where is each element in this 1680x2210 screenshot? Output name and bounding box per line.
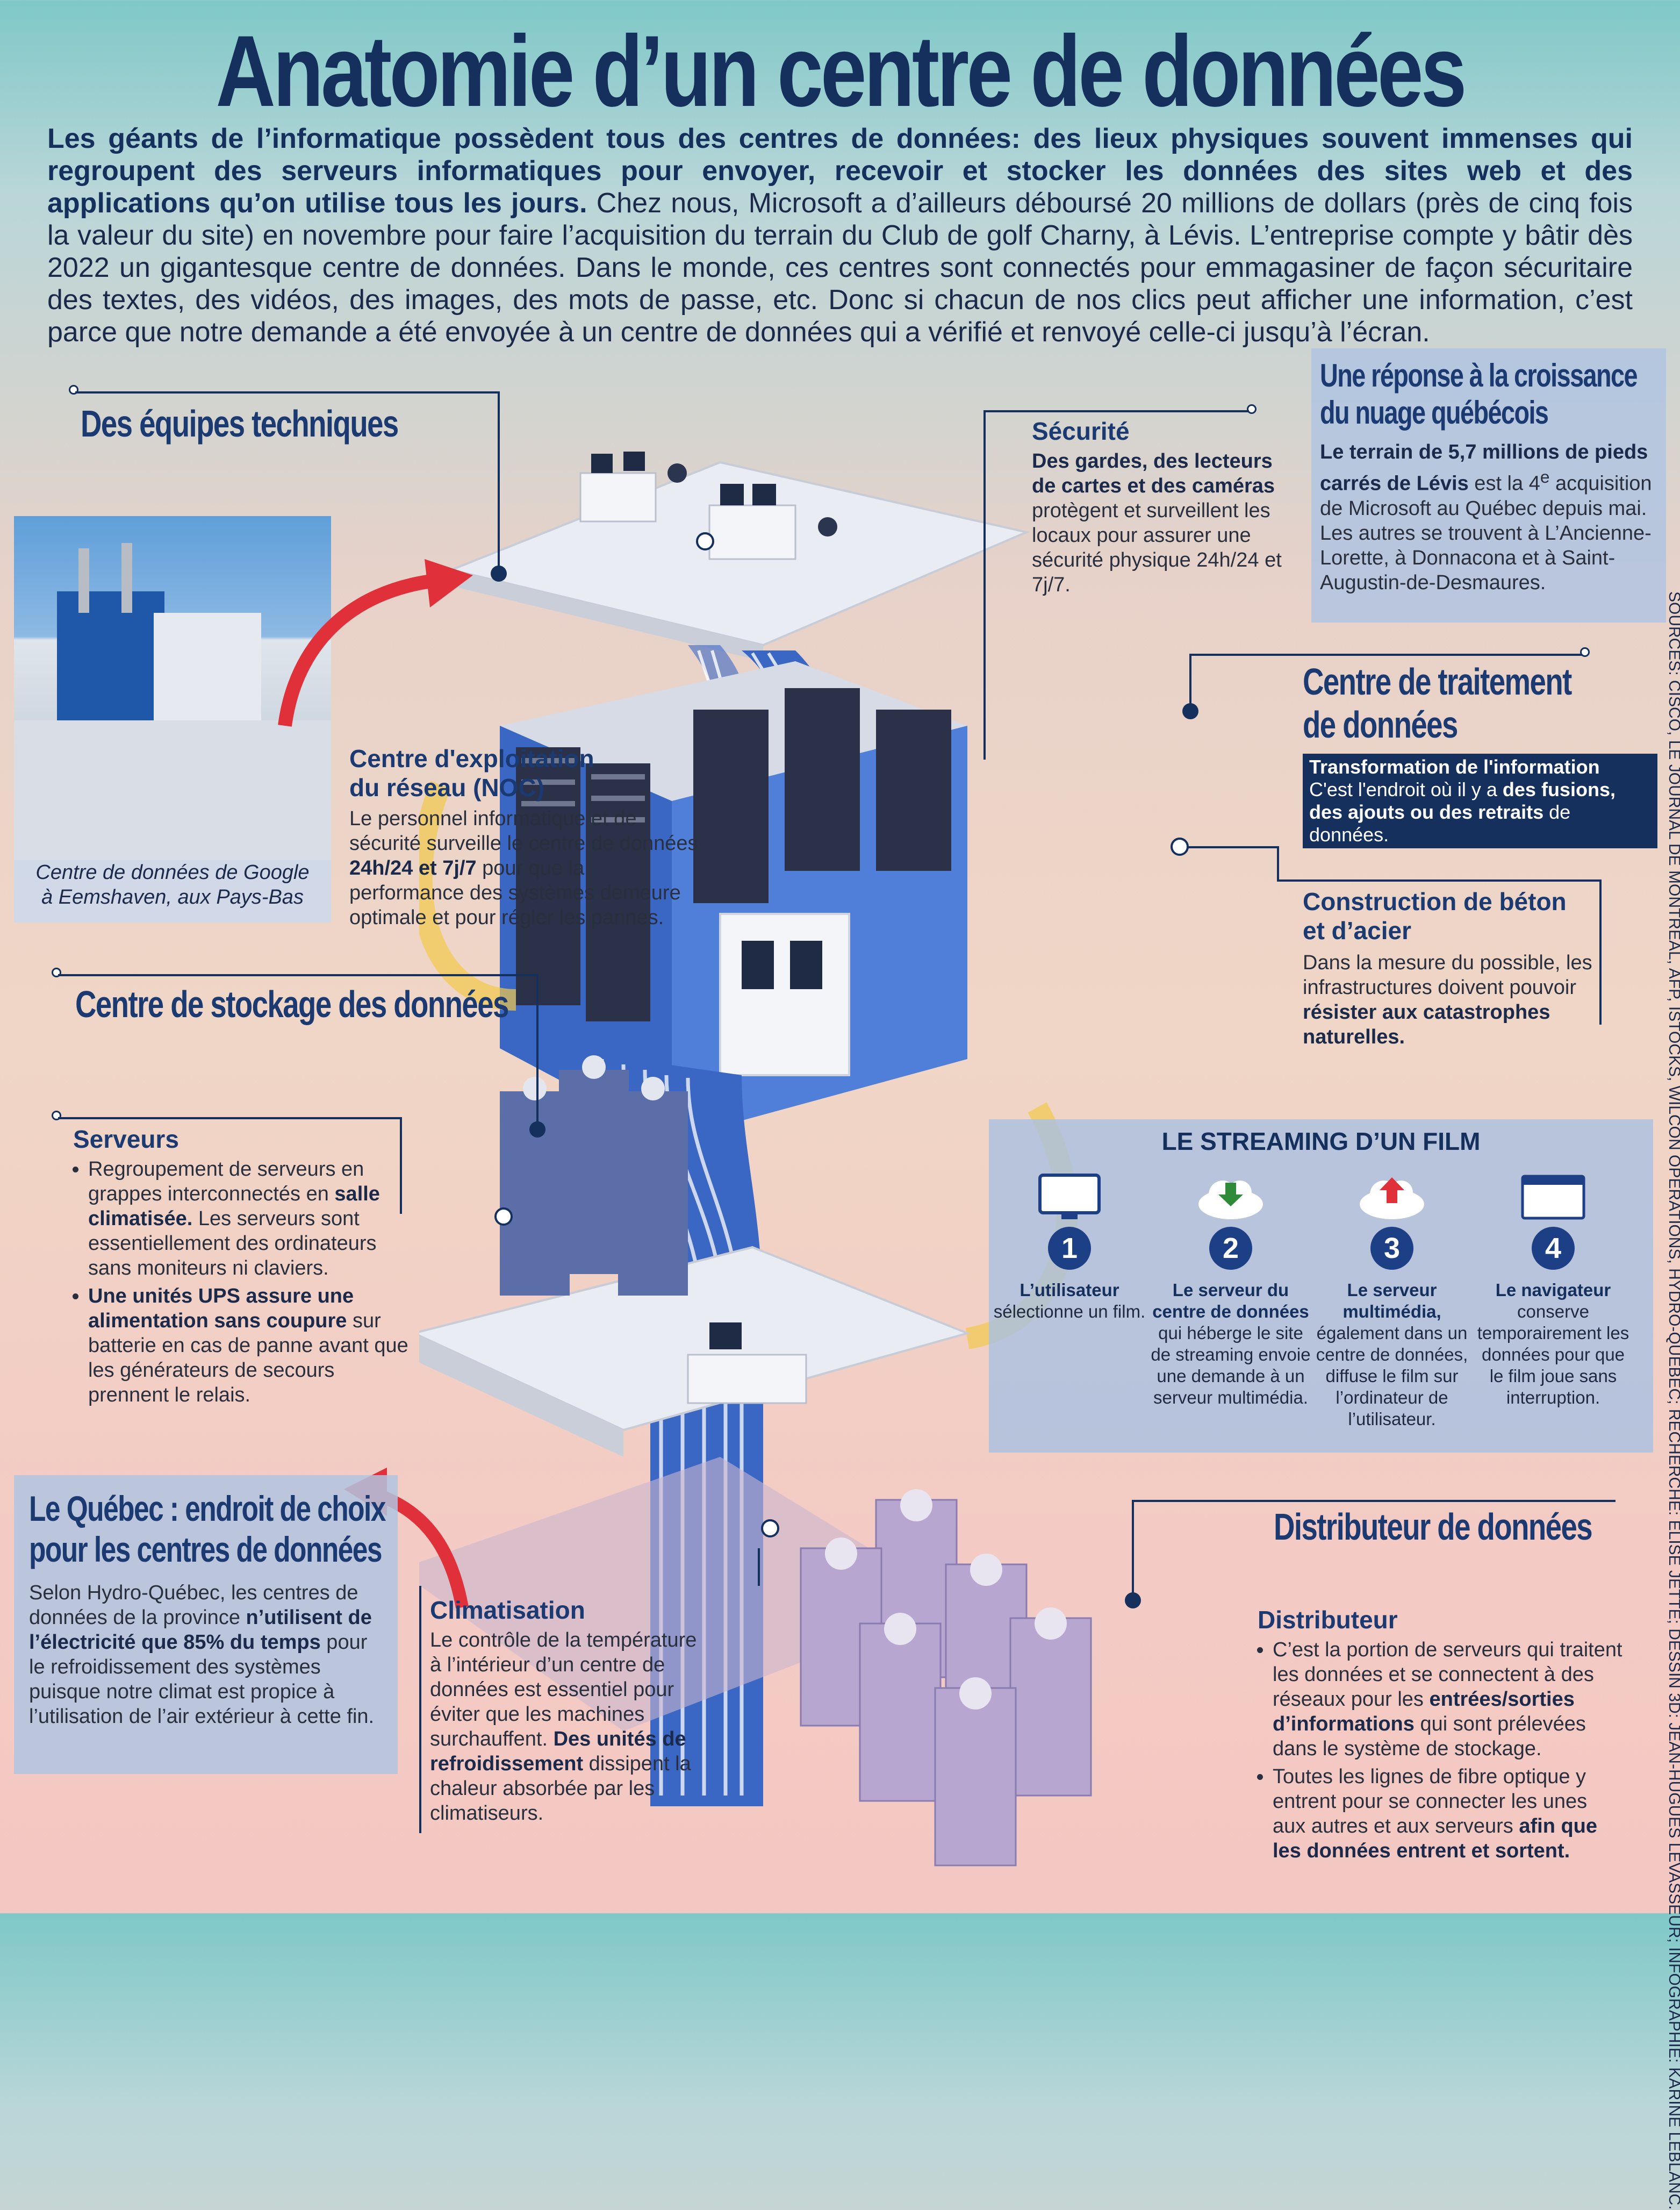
browser-window-icon xyxy=(1518,1173,1588,1221)
traitement-block: Centre de traitement de données Transfor… xyxy=(1303,660,1657,848)
monitor-icon xyxy=(1035,1173,1104,1221)
page-title: Anatomie d’un centre de données xyxy=(216,15,1467,127)
intro-bold: Les géants de l’informatique possèdent t… xyxy=(47,123,1633,219)
streaming-step-3: 3 Le serveur multimédia, également dans … xyxy=(1311,1173,1473,1430)
climatisation-block: Climatisation Le contrôle de la températ… xyxy=(430,1596,697,1825)
cloud-download-icon xyxy=(1196,1173,1266,1221)
beton-block: Construction de béton et d’acier Dans la… xyxy=(1303,888,1592,1048)
sources-credit: SOURCES: CISCO, LE JOURNAL DE MONTREAL, … xyxy=(1665,591,1680,2210)
quebec-panel: Le Québec : endroit de choix pour les ce… xyxy=(14,1475,398,1774)
data-center-illustration xyxy=(419,452,1092,1866)
streaming-title: LE STREAMING D’UN FILM xyxy=(1161,1127,1481,1155)
streaming-step-2: 2 Le serveur du centre de données qui hé… xyxy=(1150,1173,1311,1408)
red-arrow-top xyxy=(278,559,473,727)
distributeur-block: Distributeur C’est la portion de serveur… xyxy=(1258,1605,1623,1866)
noc-block: Centre d'exploitation du réseau (NOC) Le… xyxy=(349,745,698,929)
streaming-panel: LE STREAMING D’UN FILM 1 L’utilisateur s… xyxy=(989,1119,1653,1453)
intro-text: Chez nous, Microsoft a d’ailleurs débour… xyxy=(47,188,1633,348)
intro-paragraph: Les géants de l’informatique possèdent t… xyxy=(47,123,1633,348)
serveurs-block: Serveurs Regroupement de serveurs en gra… xyxy=(73,1125,417,1411)
photo-caption: Centre de données de Google à Eemshaven,… xyxy=(14,860,331,922)
croissance-panel: Une réponse à la croissance du nuage qué… xyxy=(1311,348,1666,623)
streaming-step-1: 1 L’utilisateur sélectionne un film. xyxy=(989,1173,1150,1322)
stockage-heading: Centre de stockage des données xyxy=(75,983,509,1025)
securite-block: Sécurité Des gardes, des lecteurs de car… xyxy=(1032,417,1282,596)
google-datacenter-photo xyxy=(14,516,331,860)
streaming-step-4: 4 Le navigateur conserve temporairement … xyxy=(1473,1173,1634,1408)
distributeur-heading: Distributeur de données xyxy=(1274,1506,1593,1548)
cloud-upload-icon xyxy=(1357,1173,1427,1221)
equipes-heading: Des équipes techniques xyxy=(81,403,399,445)
